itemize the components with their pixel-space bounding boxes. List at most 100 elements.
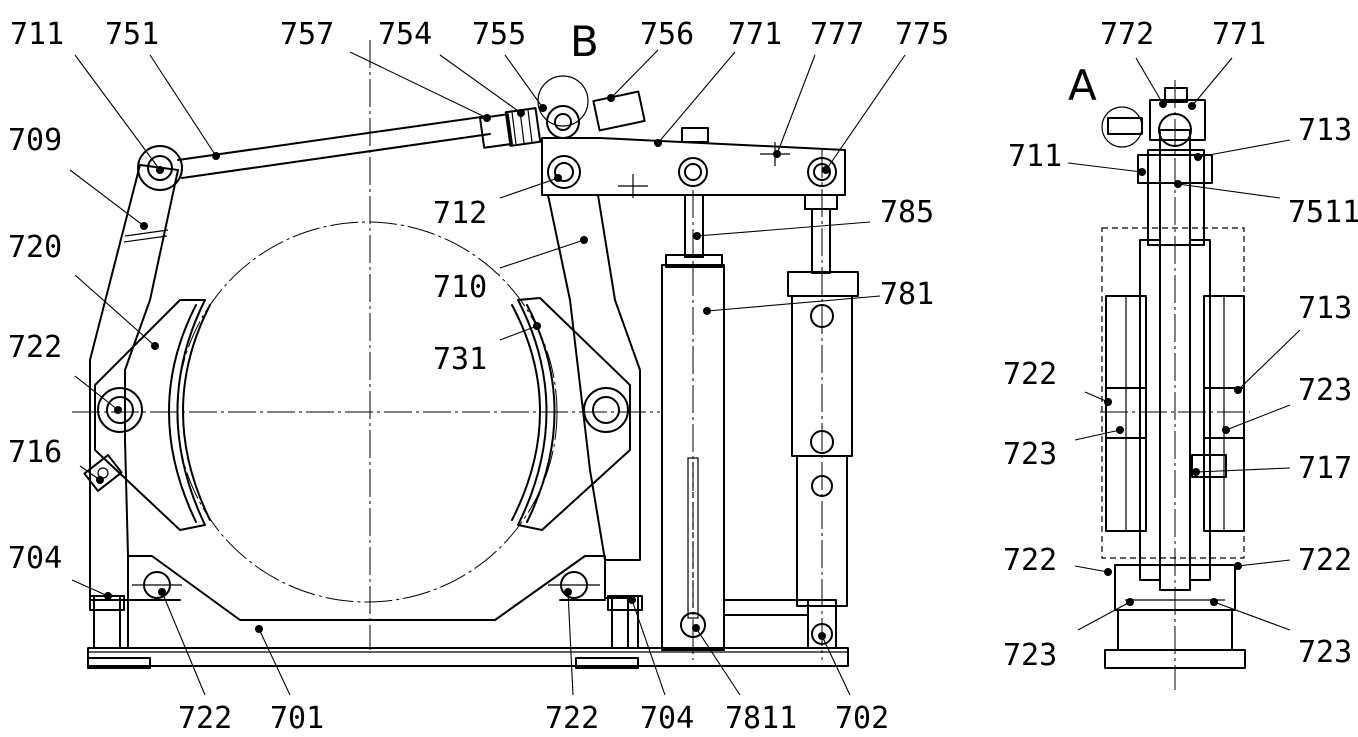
label-701: 701	[270, 701, 324, 736]
side-detail-a-bolt	[1107, 117, 1143, 135]
spring-housing-top	[787, 271, 859, 297]
side-base-plate	[1104, 649, 1246, 669]
base-foot-left	[87, 657, 151, 669]
side-label-722-c: 722	[1298, 543, 1352, 578]
leader-710	[499, 239, 585, 269]
lever-pin-left-outer	[546, 105, 580, 139]
side-label-713-b: 713	[1298, 291, 1352, 326]
label-722-bottom-mid: 722	[545, 701, 599, 736]
leader-722a	[74, 375, 119, 411]
lever-pin-center-outer	[678, 157, 708, 187]
label-704-bottom: 704	[640, 701, 694, 736]
right-shoe-pivot-outer	[583, 387, 629, 433]
adjusting-nut-knurl-3	[527, 109, 533, 143]
side-leader-7511	[1177, 183, 1281, 199]
leader-722b	[161, 591, 206, 696]
label-710: 710	[433, 270, 487, 305]
label-716: 716	[8, 435, 62, 470]
right-brake-arm	[547, 194, 641, 561]
side-leader-717	[1195, 467, 1291, 473]
lever-pin-left-inner	[554, 113, 572, 131]
leader-751	[149, 54, 217, 157]
side-label-723-d: 723	[1298, 635, 1352, 670]
side-label-722-a: 722	[1003, 357, 1057, 392]
label-711: 711	[10, 17, 64, 52]
side-thruster-bracket	[1191, 454, 1227, 478]
side-label-723-c: 723	[1003, 638, 1057, 673]
leader-704a	[71, 579, 109, 597]
view-letter-a: A	[1068, 61, 1097, 110]
left-shoe-pivot-outer	[97, 387, 143, 433]
label-722-bottom-left: 722	[178, 701, 232, 736]
lever-pin-center-inner	[684, 163, 702, 181]
side-label-772: 772	[1100, 17, 1154, 52]
side-view: A 772 771 711 722 723 722 723 713 7511 7…	[1003, 17, 1358, 690]
leader-754	[439, 54, 522, 114]
side-leader-723b	[1225, 404, 1291, 431]
side-top-cap	[1164, 87, 1188, 103]
side-leader-772	[1135, 57, 1164, 105]
leader-709	[69, 169, 145, 227]
lever-stop-block	[681, 127, 709, 143]
leader-704b	[631, 599, 666, 696]
label-709: 709	[8, 123, 62, 158]
thruster-body	[661, 264, 725, 651]
base-plate	[87, 647, 849, 667]
label-756: 756	[640, 17, 694, 52]
side-top-pin	[1158, 113, 1192, 147]
right-anchor-nut	[607, 595, 643, 611]
label-7811: 7811	[725, 701, 797, 736]
side-drum-outline	[1101, 227, 1245, 559]
label-771: 771	[728, 17, 782, 52]
label-731: 731	[433, 342, 487, 377]
adjusting-sleeve	[479, 113, 513, 149]
label-704-left: 704	[8, 541, 62, 576]
thruster-push-rod	[684, 194, 704, 258]
label-757: 757	[280, 17, 334, 52]
adjusting-nut-knurl	[511, 111, 517, 145]
side-label-717: 717	[1298, 451, 1352, 486]
left-arm-split-line	[124, 229, 169, 237]
thruster-base-pin	[680, 612, 706, 638]
label-712: 712	[433, 196, 487, 231]
upper-left-pin-outer	[137, 145, 183, 191]
leader-771	[657, 51, 736, 144]
side-leader-771	[1191, 57, 1233, 107]
leader-785	[696, 221, 871, 237]
label-777: 777	[810, 17, 864, 52]
detail-b-circle	[537, 75, 589, 127]
thruster-sight-glass	[687, 457, 699, 619]
spring-clip	[592, 90, 646, 132]
leader-720	[74, 274, 156, 347]
side-pivot-right	[1203, 387, 1245, 439]
leader-781	[706, 295, 881, 312]
pull-rod	[177, 115, 491, 179]
upper-left-pin-inner	[147, 155, 173, 181]
leader-777	[776, 54, 816, 155]
label-722-left: 722	[8, 330, 62, 365]
side-top-head	[1149, 99, 1206, 141]
side-leader-722a	[1084, 391, 1109, 403]
side-leader-713b	[1237, 329, 1301, 391]
left-anchor-bolt	[93, 595, 121, 649]
side-leader-723d	[1213, 601, 1291, 631]
side-leader-722b	[1074, 565, 1109, 573]
label-702: 702	[835, 701, 889, 736]
front-view: B 711 751 757 754 755 756 771 777 775 70…	[8, 17, 949, 736]
label-781: 781	[880, 277, 934, 312]
thruster-cap	[665, 254, 723, 268]
leader-731	[499, 325, 538, 341]
side-pivot-left	[1105, 387, 1147, 439]
leader-702	[821, 635, 851, 696]
side-leader-711	[1067, 162, 1143, 173]
side-leader-723c	[1077, 601, 1131, 631]
left-brake-shoe	[94, 299, 206, 531]
leader-7811	[695, 627, 741, 696]
view-letter-b: B	[570, 17, 599, 66]
leader-722c	[567, 591, 574, 696]
spring-rod-cap	[804, 194, 838, 210]
left-arm-split-line-2	[123, 235, 168, 243]
side-leader-723a	[1074, 429, 1121, 441]
lever-pin-712-inner	[554, 162, 574, 182]
